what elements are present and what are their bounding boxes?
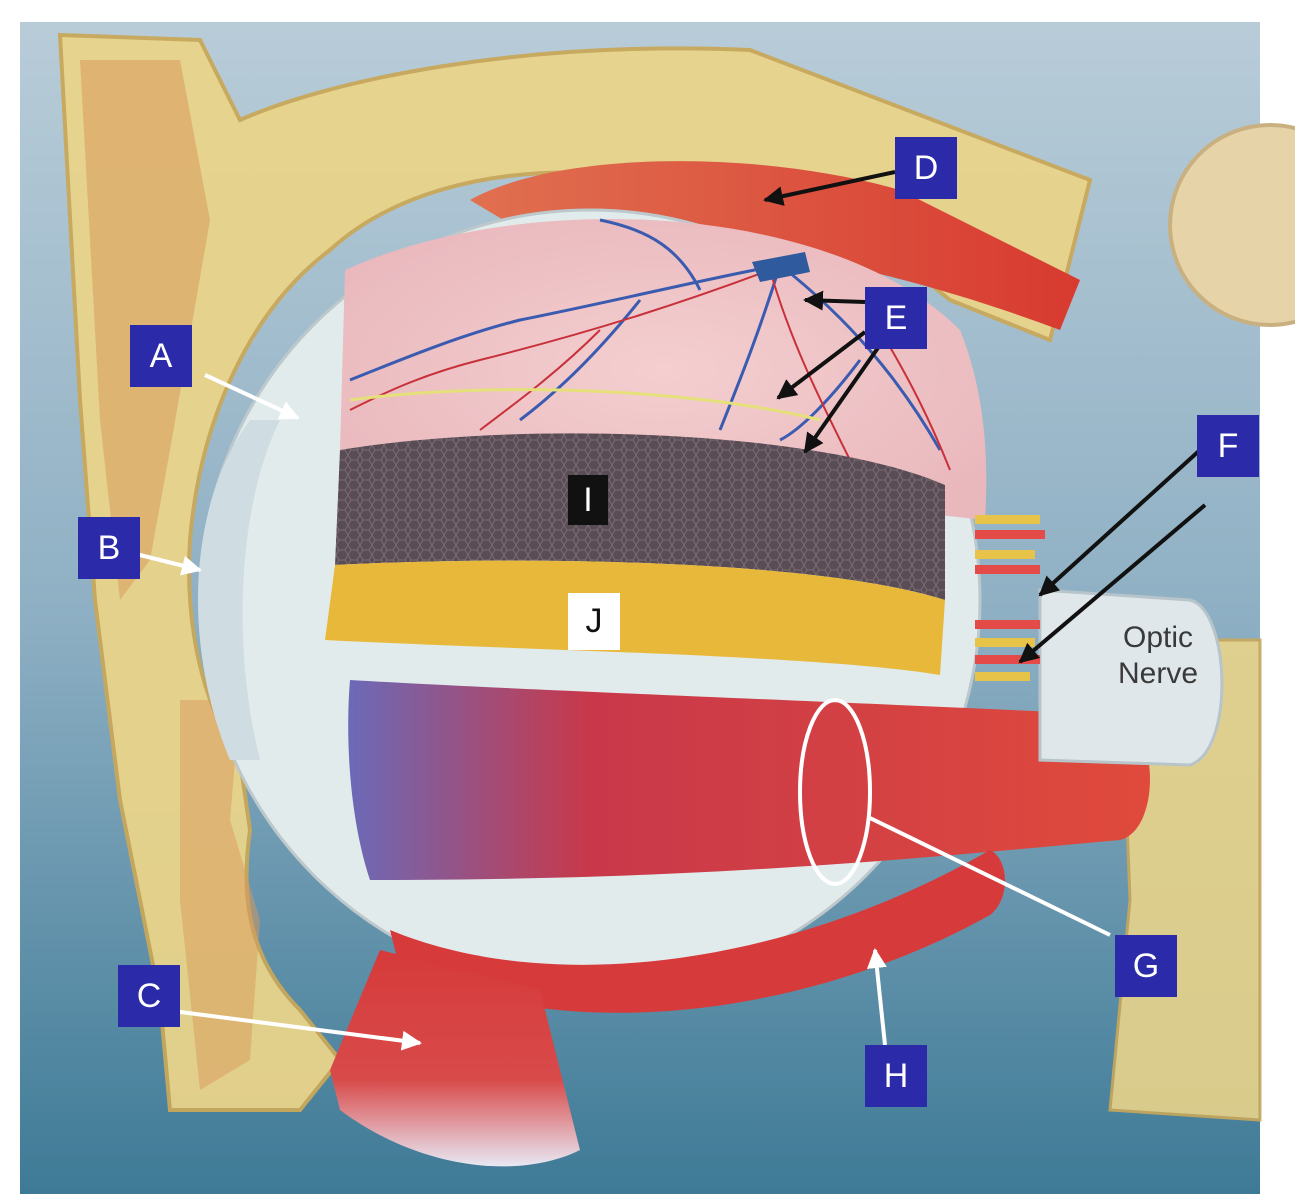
label-g: G <box>1115 935 1177 997</box>
label-f: F <box>1197 415 1259 477</box>
inferior-rectus-muscle <box>330 950 580 1167</box>
cornea <box>197 420 280 760</box>
arrow-e2 <box>776 330 867 400</box>
label-a: A <box>130 325 192 387</box>
optic-nerve-label-line1: Optic <box>1122 621 1194 654</box>
label-b: B <box>78 517 140 579</box>
label-d: D <box>895 137 957 199</box>
arrow-f2 <box>1018 503 1207 664</box>
yellow-layer <box>325 560 945 675</box>
label-e: E <box>865 287 927 349</box>
label-c: C <box>118 965 180 1027</box>
label-h: H <box>865 1045 927 1107</box>
arrow-e1 <box>803 290 866 311</box>
optic-nerve <box>1038 588 1224 767</box>
label-i: I <box>568 475 608 525</box>
pointer-lines <box>131 170 1207 1051</box>
arrow-e3 <box>803 343 882 454</box>
optic-nerve-label-line2: Nerve <box>1117 657 1199 690</box>
choroid-layer <box>335 433 945 600</box>
arrow-a <box>204 373 300 420</box>
arrow-f1 <box>1038 448 1202 597</box>
inferior-oblique-muscle <box>390 850 1005 1013</box>
line-g <box>869 816 1111 937</box>
blood-vessels-blue <box>349 218 942 451</box>
label-j: J <box>568 593 620 650</box>
ciliary-vessels <box>975 515 1045 681</box>
nerve-fiber <box>349 388 821 422</box>
arrow-b <box>131 551 202 576</box>
highlight-ellipse <box>798 698 872 886</box>
arrow-d <box>763 170 896 206</box>
cornea-lens-cutout <box>1168 123 1295 327</box>
vortex-vein <box>752 252 810 282</box>
arrow-c <box>164 1008 422 1051</box>
optic-nerve-label: Optic Nerve <box>1098 620 1218 692</box>
lateral-rectus-muscle <box>348 680 1150 880</box>
arrow-h <box>866 948 887 1046</box>
bone-marrow-lower <box>180 700 260 1090</box>
